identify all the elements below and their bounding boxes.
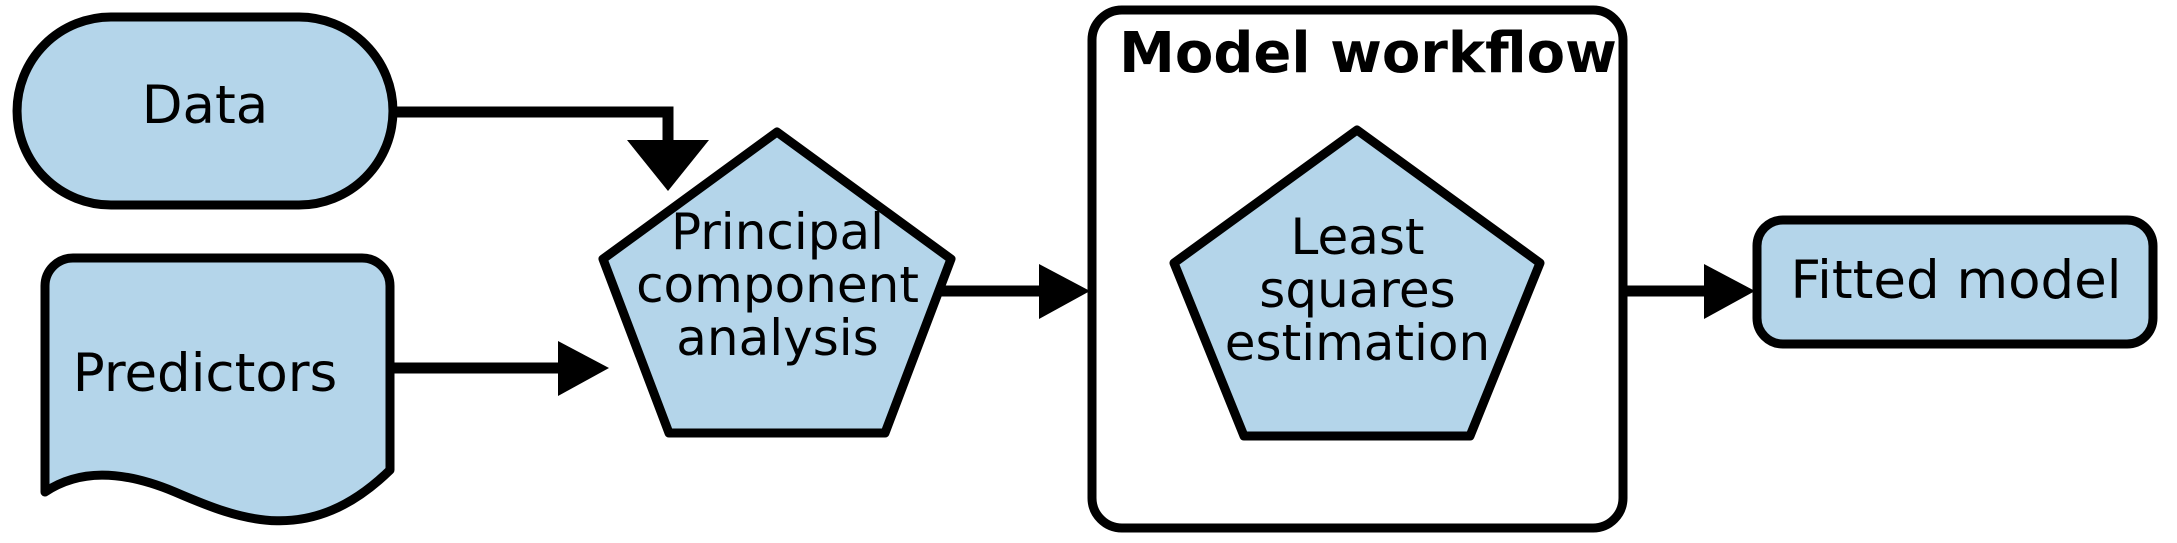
node-fitted-model[interactable]: [1752, 215, 2158, 349]
node-data[interactable]: [12, 12, 398, 210]
edge-model-workflow-to-fitted-model-arrowhead: [1704, 264, 1755, 319]
edge-model-workflow-to-fitted-model: [1620, 264, 1755, 319]
edge-predictors-to-pca: [392, 341, 609, 396]
fitted-model-box-shape: [1752, 215, 2158, 349]
predictors-document-shape: [40, 253, 395, 526]
edge-data-to-pca-arrowhead: [627, 140, 709, 191]
pca-pentagon-shape: [598, 127, 956, 438]
edge-predictors-to-pca-arrowhead: [558, 341, 609, 396]
least-squares-pentagon-shape: [1169, 125, 1545, 441]
edge-pca-to-model-workflow: [941, 264, 1090, 319]
edge-pca-to-model-workflow-arrowhead: [1039, 264, 1090, 319]
edge-data-to-pca: [395, 106, 709, 191]
node-principal-component-analysis[interactable]: [598, 127, 956, 438]
node-predictors[interactable]: [40, 253, 395, 526]
node-least-squares-estimation[interactable]: [1169, 125, 1545, 441]
edge-data-to-pca-line: [395, 106, 674, 152]
data-stadium-shape: [12, 12, 398, 210]
